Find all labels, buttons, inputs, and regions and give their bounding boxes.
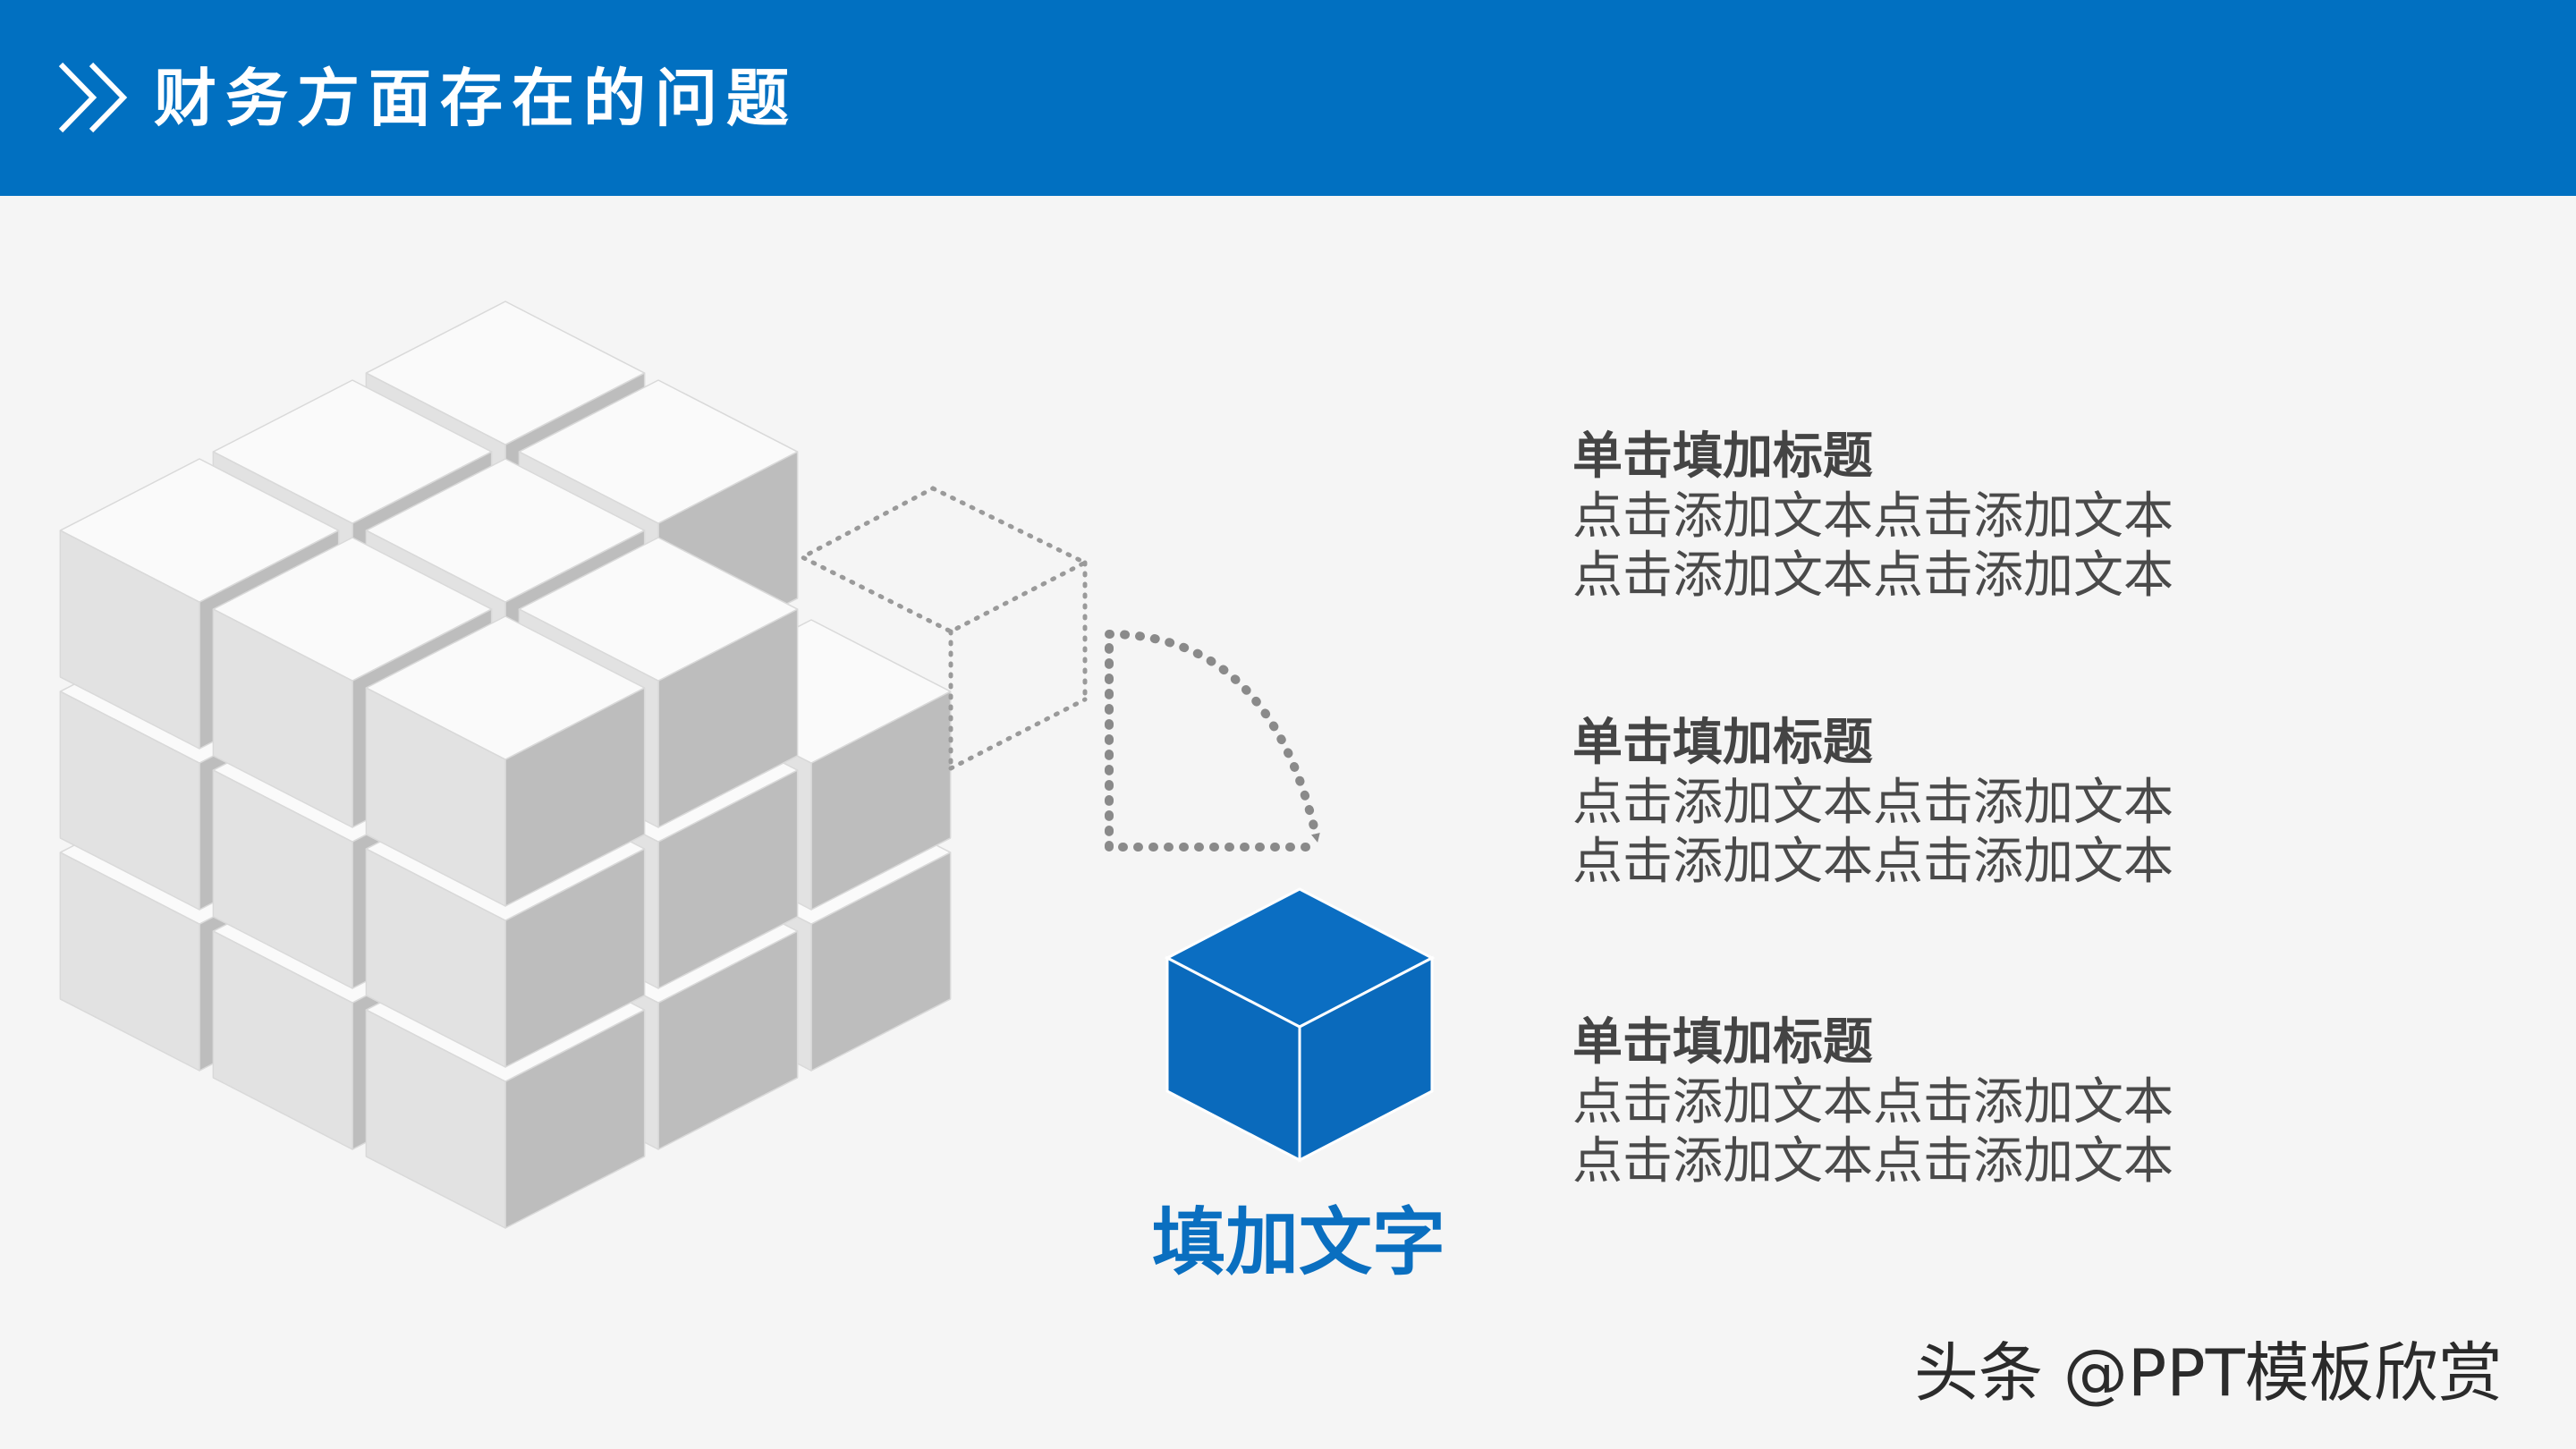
- dotted-arrow-path: [1105, 629, 1321, 852]
- text-item-1: 单击填加标题 点击添加文本点击添加文本 点击添加文本点击添加文本: [1572, 427, 2252, 606]
- graphic-caption: 填加文字: [1151, 1200, 1445, 1285]
- text-item-3: 单击填加标题 点击添加文本点击添加文本 点击添加文本点击添加文本: [1572, 1013, 2252, 1191]
- double-chevron-right-icon: [58, 62, 128, 133]
- item-text-line: 点击添加文本点击添加文本: [1572, 487, 2174, 546]
- item-text-line: 点击添加文本点击添加文本: [1572, 547, 2174, 605]
- item-title: 单击填加标题: [1572, 1013, 1873, 1072]
- blue-cube-graphic: [1164, 887, 1436, 1163]
- item-text-line: 点击添加文本点击添加文本: [1572, 1132, 2174, 1191]
- watermark-text: 头条 @PPT模板欣赏: [1914, 1335, 2503, 1411]
- rubik-cube-graphic: [59, 301, 952, 1229]
- dotted-arrow-base: [1105, 643, 1325, 852]
- header-bar: 财务方面存在的问题: [0, 0, 2576, 196]
- page-title: 财务方面存在的问题: [154, 62, 798, 135]
- item-text-line: 点击添加文本点击添加文本: [1572, 774, 2174, 832]
- missing-cube-outline: [797, 486, 1090, 771]
- text-item-2: 单击填加标题 点击添加文本点击添加文本 点击添加文本点击添加文本: [1572, 713, 2252, 892]
- item-title: 单击填加标题: [1572, 714, 1873, 772]
- dotted-curved-arrow-icon: [1114, 840, 1115, 847]
- item-text-line: 点击添加文本点击添加文本: [1572, 1073, 2174, 1131]
- item-title: 单击填加标题: [1572, 428, 1873, 486]
- item-text-line: 点击添加文本点击添加文本: [1572, 833, 2174, 891]
- cube-illustration: [59, 301, 1436, 1229]
